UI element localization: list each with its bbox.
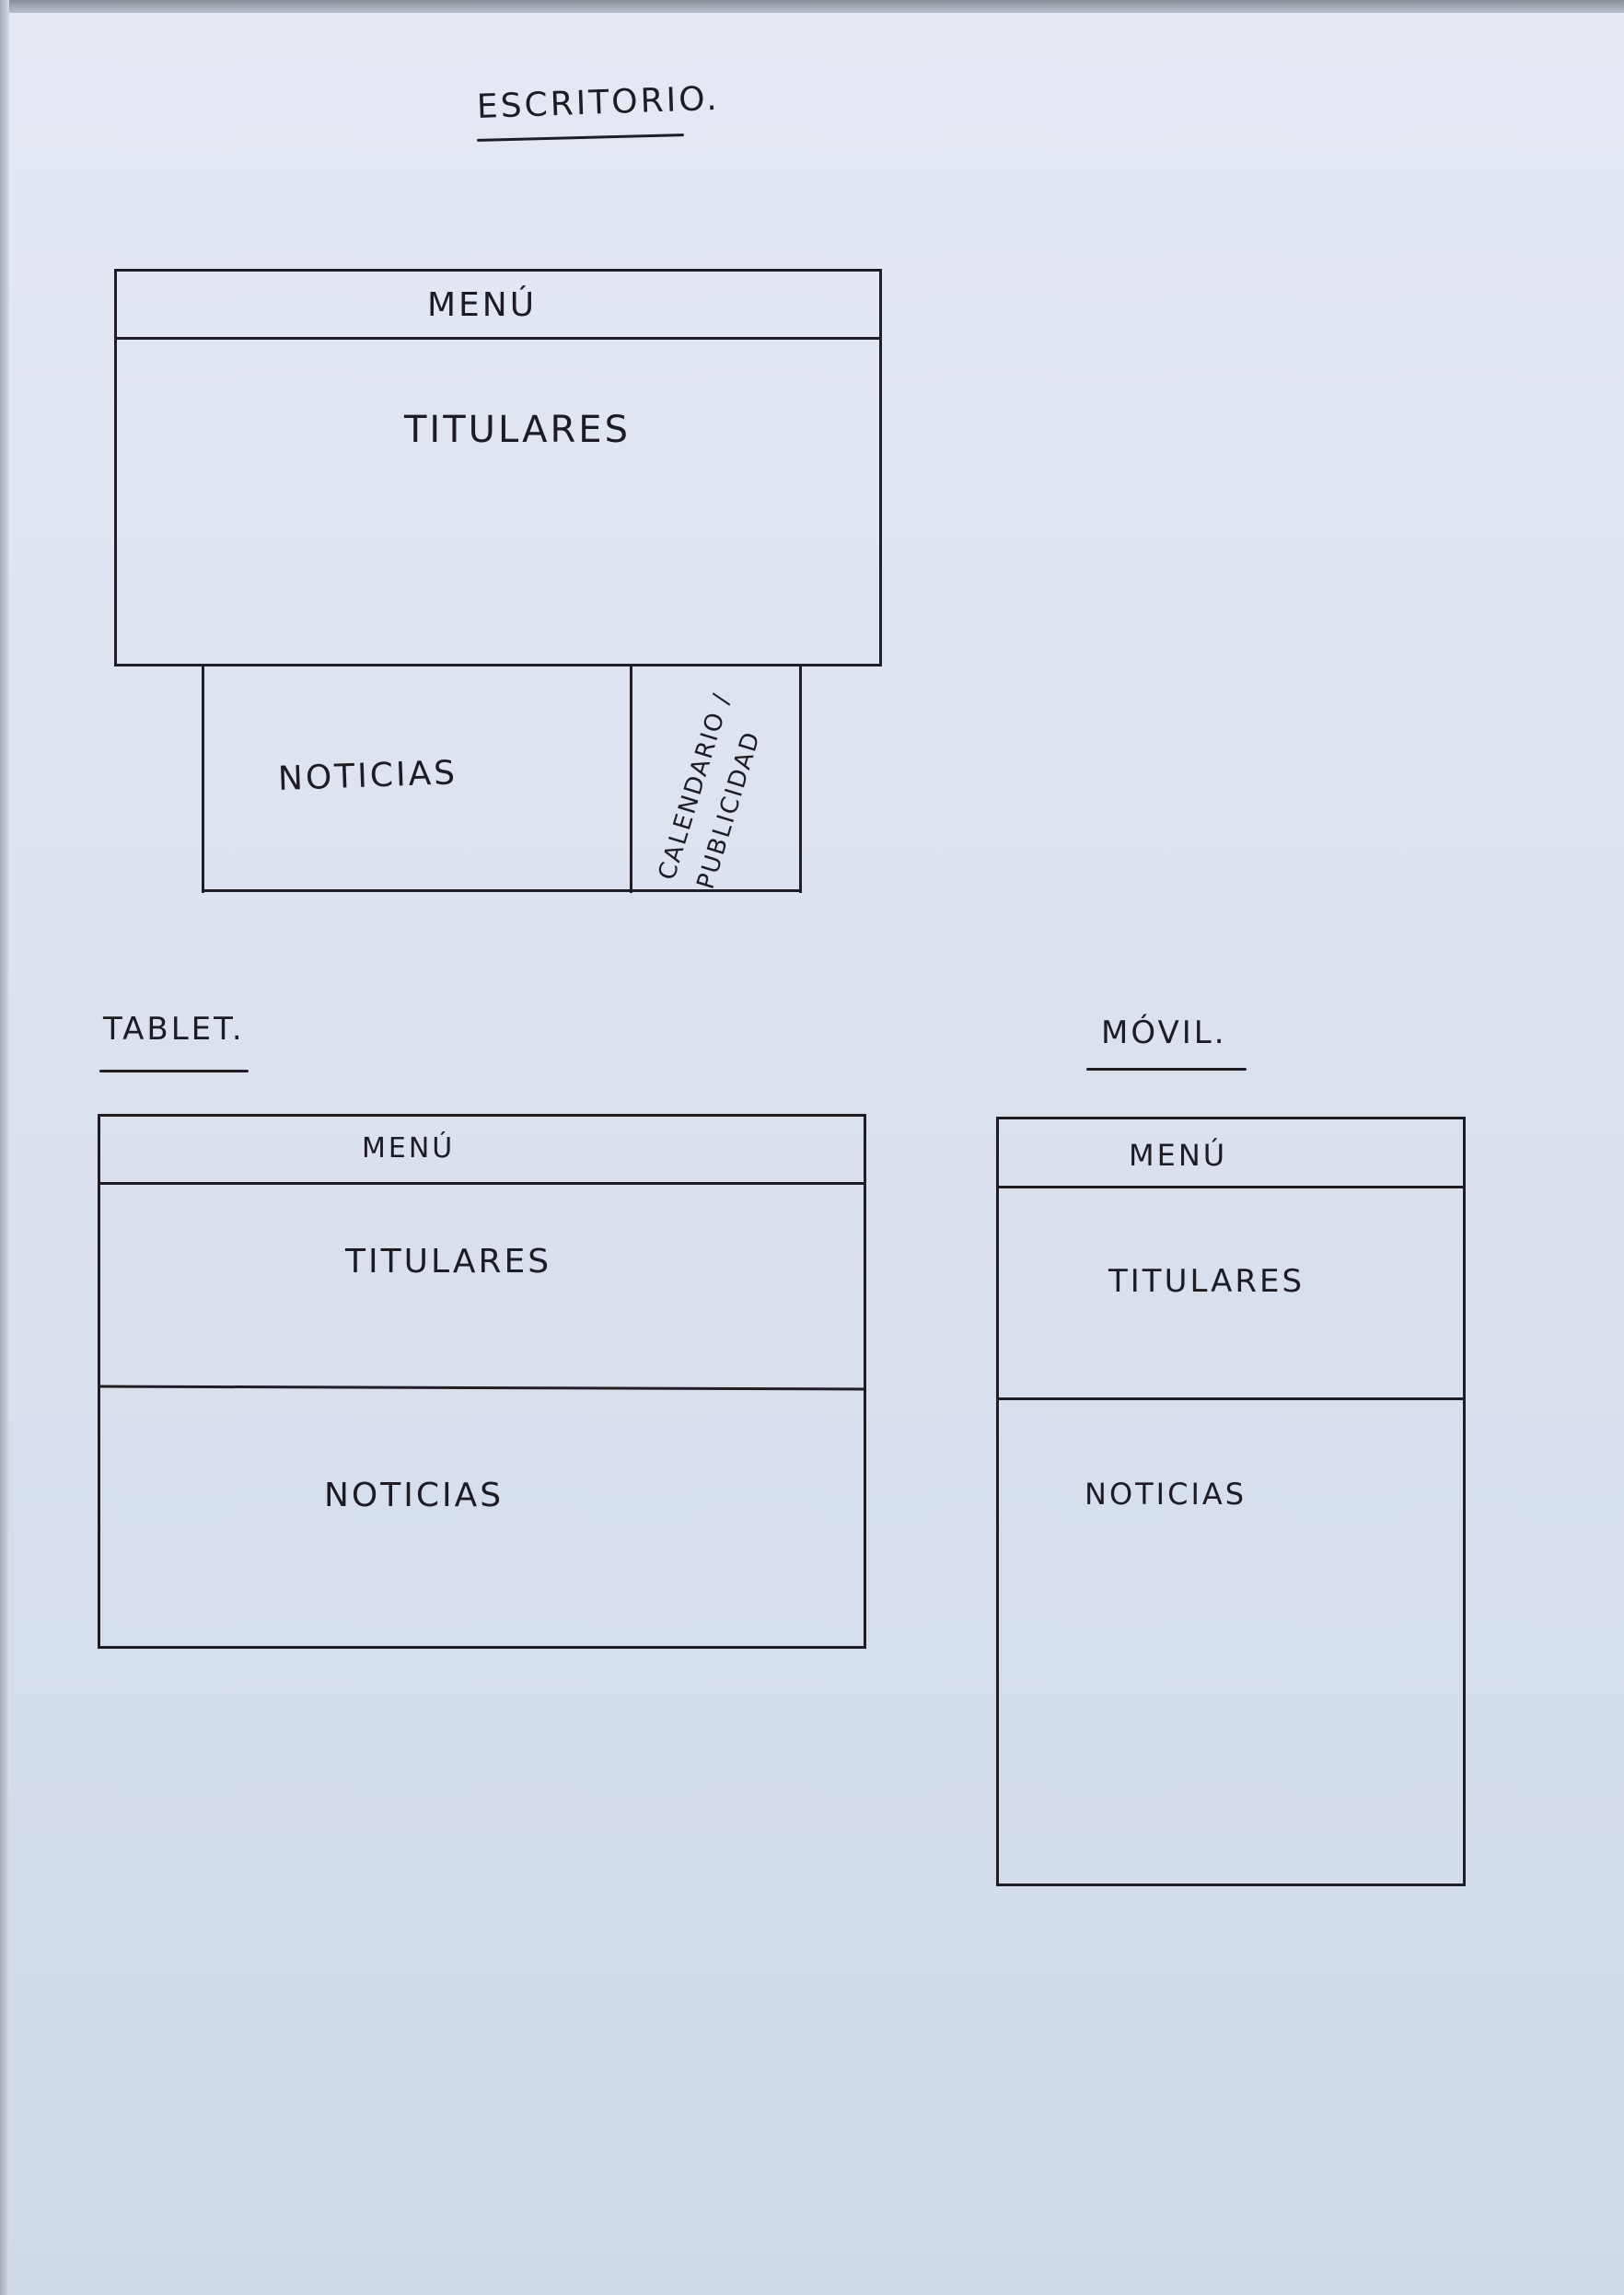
tablet-headlines-label: TITULARES [345,1243,552,1281]
desktop-news-bottom-edge [202,889,802,892]
desktop-sidebar-divider [630,665,632,893]
desktop-heading: ESCRITORIO. [476,79,721,126]
tablet-heading-underline [99,1070,249,1072]
sheet-top-edge [0,0,1624,13]
desktop-news-label: NOTICIAS [277,754,458,798]
mobile-menu-label: MENÚ [1129,1138,1228,1173]
mobile-headlines-label: TITULARES [1108,1263,1305,1300]
desktop-news-left-edge [202,665,204,893]
desktop-heading-underline [476,133,685,142]
tablet-menu-label: MENÚ [362,1132,456,1165]
desktop-headlines-label: TITULARES [404,409,631,451]
tablet-heading: TABLET. [103,1011,245,1048]
tablet-news-label: NOTICIAS [324,1477,505,1514]
mobile-headlines-divider [996,1397,1466,1400]
desktop-menu-label: MENÚ [427,286,538,324]
mobile-heading-underline [1086,1068,1247,1071]
desktop-menu-divider [114,337,882,340]
desktop-frame [114,269,882,666]
mobile-heading: MÓVIL. [1101,1014,1227,1051]
tablet-frame [98,1114,866,1649]
desktop-sidebar-right-edge [799,665,802,893]
mobile-frame [996,1117,1466,1886]
mobile-news-label: NOTICIAS [1085,1477,1247,1512]
mobile-menu-divider [996,1186,1466,1188]
desktop-sidebar-label: CALENDARIO / PUBLICIDAD [641,681,797,892]
sheet-left-edge [0,0,9,2295]
tablet-menu-divider [98,1182,866,1185]
